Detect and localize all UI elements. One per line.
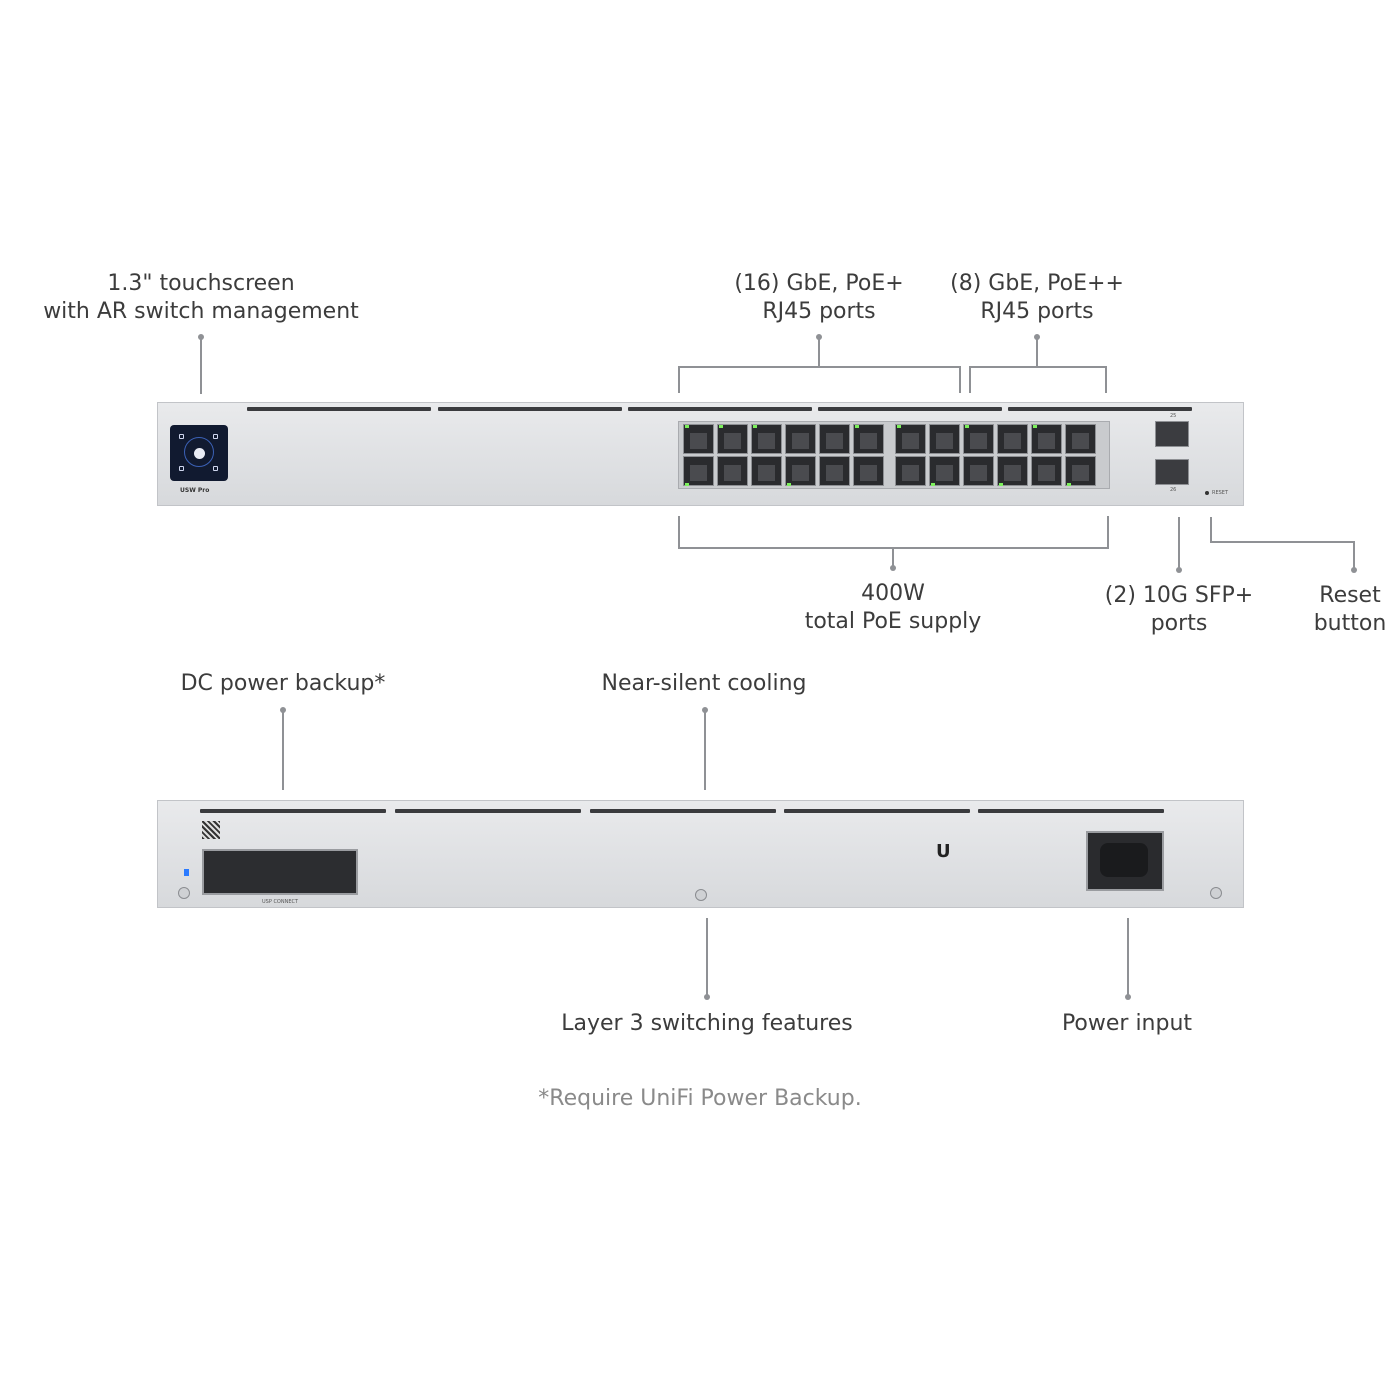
- rj45-port[interactable]: [751, 456, 782, 486]
- port-led: [931, 483, 935, 486]
- port-led: [1033, 425, 1037, 428]
- screen-corner-icon: [179, 466, 184, 471]
- poe-plus-label-line1: (16) GbE, PoE+: [734, 271, 904, 296]
- rear-vent: [784, 809, 970, 813]
- rj45-port[interactable]: [895, 424, 926, 454]
- rj45-port[interactable]: [819, 456, 850, 486]
- rj45-port[interactable]: [853, 424, 884, 454]
- screen-corner-icon: [179, 434, 184, 439]
- screw-icon: [695, 889, 707, 901]
- sfp-label-line1: (2) 10G SFP+: [1104, 583, 1254, 608]
- layer3-label: Layer 3 switching features: [561, 1011, 853, 1036]
- rear-vent: [395, 809, 581, 813]
- screen-center-icon: [194, 448, 205, 459]
- poe-supply-label-line2: total PoE supply: [804, 609, 982, 634]
- rear-vent: [978, 809, 1164, 813]
- port-led: [787, 483, 791, 486]
- front-vent: [247, 407, 431, 411]
- rj45-port[interactable]: [1031, 424, 1062, 454]
- rj45-port[interactable]: [929, 424, 960, 454]
- sfp-label-line2: ports: [1150, 611, 1208, 636]
- sfp-port-26[interactable]: [1155, 459, 1189, 485]
- model-badge: USW Pro: [180, 487, 210, 494]
- sfp-label: (2) 10G SFP+ ports: [1089, 582, 1269, 638]
- dc-port-text: USP CONNECT: [262, 899, 299, 905]
- rear-vent: [590, 809, 776, 813]
- rj45-port[interactable]: [751, 424, 782, 454]
- rj45-port[interactable]: [785, 456, 816, 486]
- rj45-port[interactable]: [683, 424, 714, 454]
- touchscreen-label-line2: with AR switch management: [43, 299, 359, 324]
- screen-ring: [184, 437, 214, 467]
- power-input-socket[interactable]: [1086, 831, 1164, 891]
- power-input-label: Power input: [1061, 1011, 1193, 1036]
- reset-text: RESET: [1212, 490, 1229, 496]
- rj45-port[interactable]: [1065, 456, 1096, 486]
- front-vent: [628, 407, 812, 411]
- front-vent: [818, 407, 1002, 411]
- touchscreen-display[interactable]: [170, 425, 228, 481]
- rj45-port[interactable]: [929, 456, 960, 486]
- port-led: [719, 425, 723, 428]
- port-led: [685, 425, 689, 428]
- dc-power-backup-port[interactable]: [202, 849, 358, 895]
- sfp-top-number: 25: [1170, 413, 1177, 419]
- poe-supply-label-line1: 400W: [861, 581, 925, 606]
- port-led: [685, 483, 689, 486]
- poe-plusplus-label-line2: RJ45 ports: [980, 299, 1094, 324]
- reset-label-line2: button: [1313, 611, 1387, 636]
- rj45-port[interactable]: [853, 456, 884, 486]
- port-led: [753, 425, 757, 428]
- screen-corner-icon: [213, 434, 218, 439]
- port-led: [855, 425, 859, 428]
- screen-corner-icon: [213, 466, 218, 471]
- rj45-port[interactable]: [785, 424, 816, 454]
- touchscreen-label-line1: 1.3" touchscreen: [107, 271, 295, 296]
- poe-plus-label: (16) GbE, PoE+ RJ45 ports: [709, 270, 929, 326]
- reset-label: Reset button: [1300, 582, 1400, 638]
- port-led: [897, 425, 901, 428]
- poe-supply-label: 400W total PoE supply: [783, 580, 1003, 636]
- screw-icon: [178, 887, 190, 899]
- poe-plusplus-label-line1: (8) GbE, PoE++: [950, 271, 1124, 296]
- port-led: [999, 483, 1003, 486]
- rj45-port[interactable]: [997, 456, 1028, 486]
- rj45-port[interactable]: [717, 424, 748, 454]
- front-vent: [1008, 407, 1192, 411]
- qr-code-icon: [202, 821, 220, 839]
- screw-icon: [1210, 887, 1222, 899]
- rj45-port[interactable]: [963, 424, 994, 454]
- port-led: [965, 425, 969, 428]
- sfp-bottom-number: 26: [1170, 487, 1177, 493]
- sfp-port-25[interactable]: [1155, 421, 1189, 447]
- poe-plusplus-label: (8) GbE, PoE++ RJ45 ports: [927, 270, 1147, 326]
- rj45-port[interactable]: [1031, 456, 1062, 486]
- rj45-port[interactable]: [895, 456, 926, 486]
- rj45-port-block: [678, 421, 1110, 489]
- rj45-port[interactable]: [717, 456, 748, 486]
- cooling-label: Near-silent cooling: [601, 671, 807, 696]
- poe-plus-label-line2: RJ45 ports: [762, 299, 876, 324]
- front-vent: [438, 407, 622, 411]
- rj45-port[interactable]: [963, 456, 994, 486]
- rj45-port[interactable]: [819, 424, 850, 454]
- switch-front-panel: USW Pro: [157, 402, 1244, 506]
- rj45-port[interactable]: [1065, 424, 1096, 454]
- rj45-port[interactable]: [683, 456, 714, 486]
- dc-backup-label: DC power backup*: [180, 671, 386, 696]
- reset-button[interactable]: [1205, 491, 1209, 495]
- port-led: [1067, 483, 1071, 486]
- footnote: *Require UniFi Power Backup.: [538, 1086, 862, 1111]
- switch-rear-panel: USP CONNECT U: [157, 800, 1244, 908]
- rear-vent: [200, 809, 386, 813]
- touchscreen-label: 1.3" touchscreen with AR switch manageme…: [41, 270, 361, 326]
- reset-label-line1: Reset: [1319, 583, 1381, 608]
- rj45-port[interactable]: [997, 424, 1028, 454]
- iec-socket-icon: [1100, 843, 1148, 877]
- status-led: [184, 869, 189, 876]
- ubiquiti-logo-icon: U: [936, 841, 951, 862]
